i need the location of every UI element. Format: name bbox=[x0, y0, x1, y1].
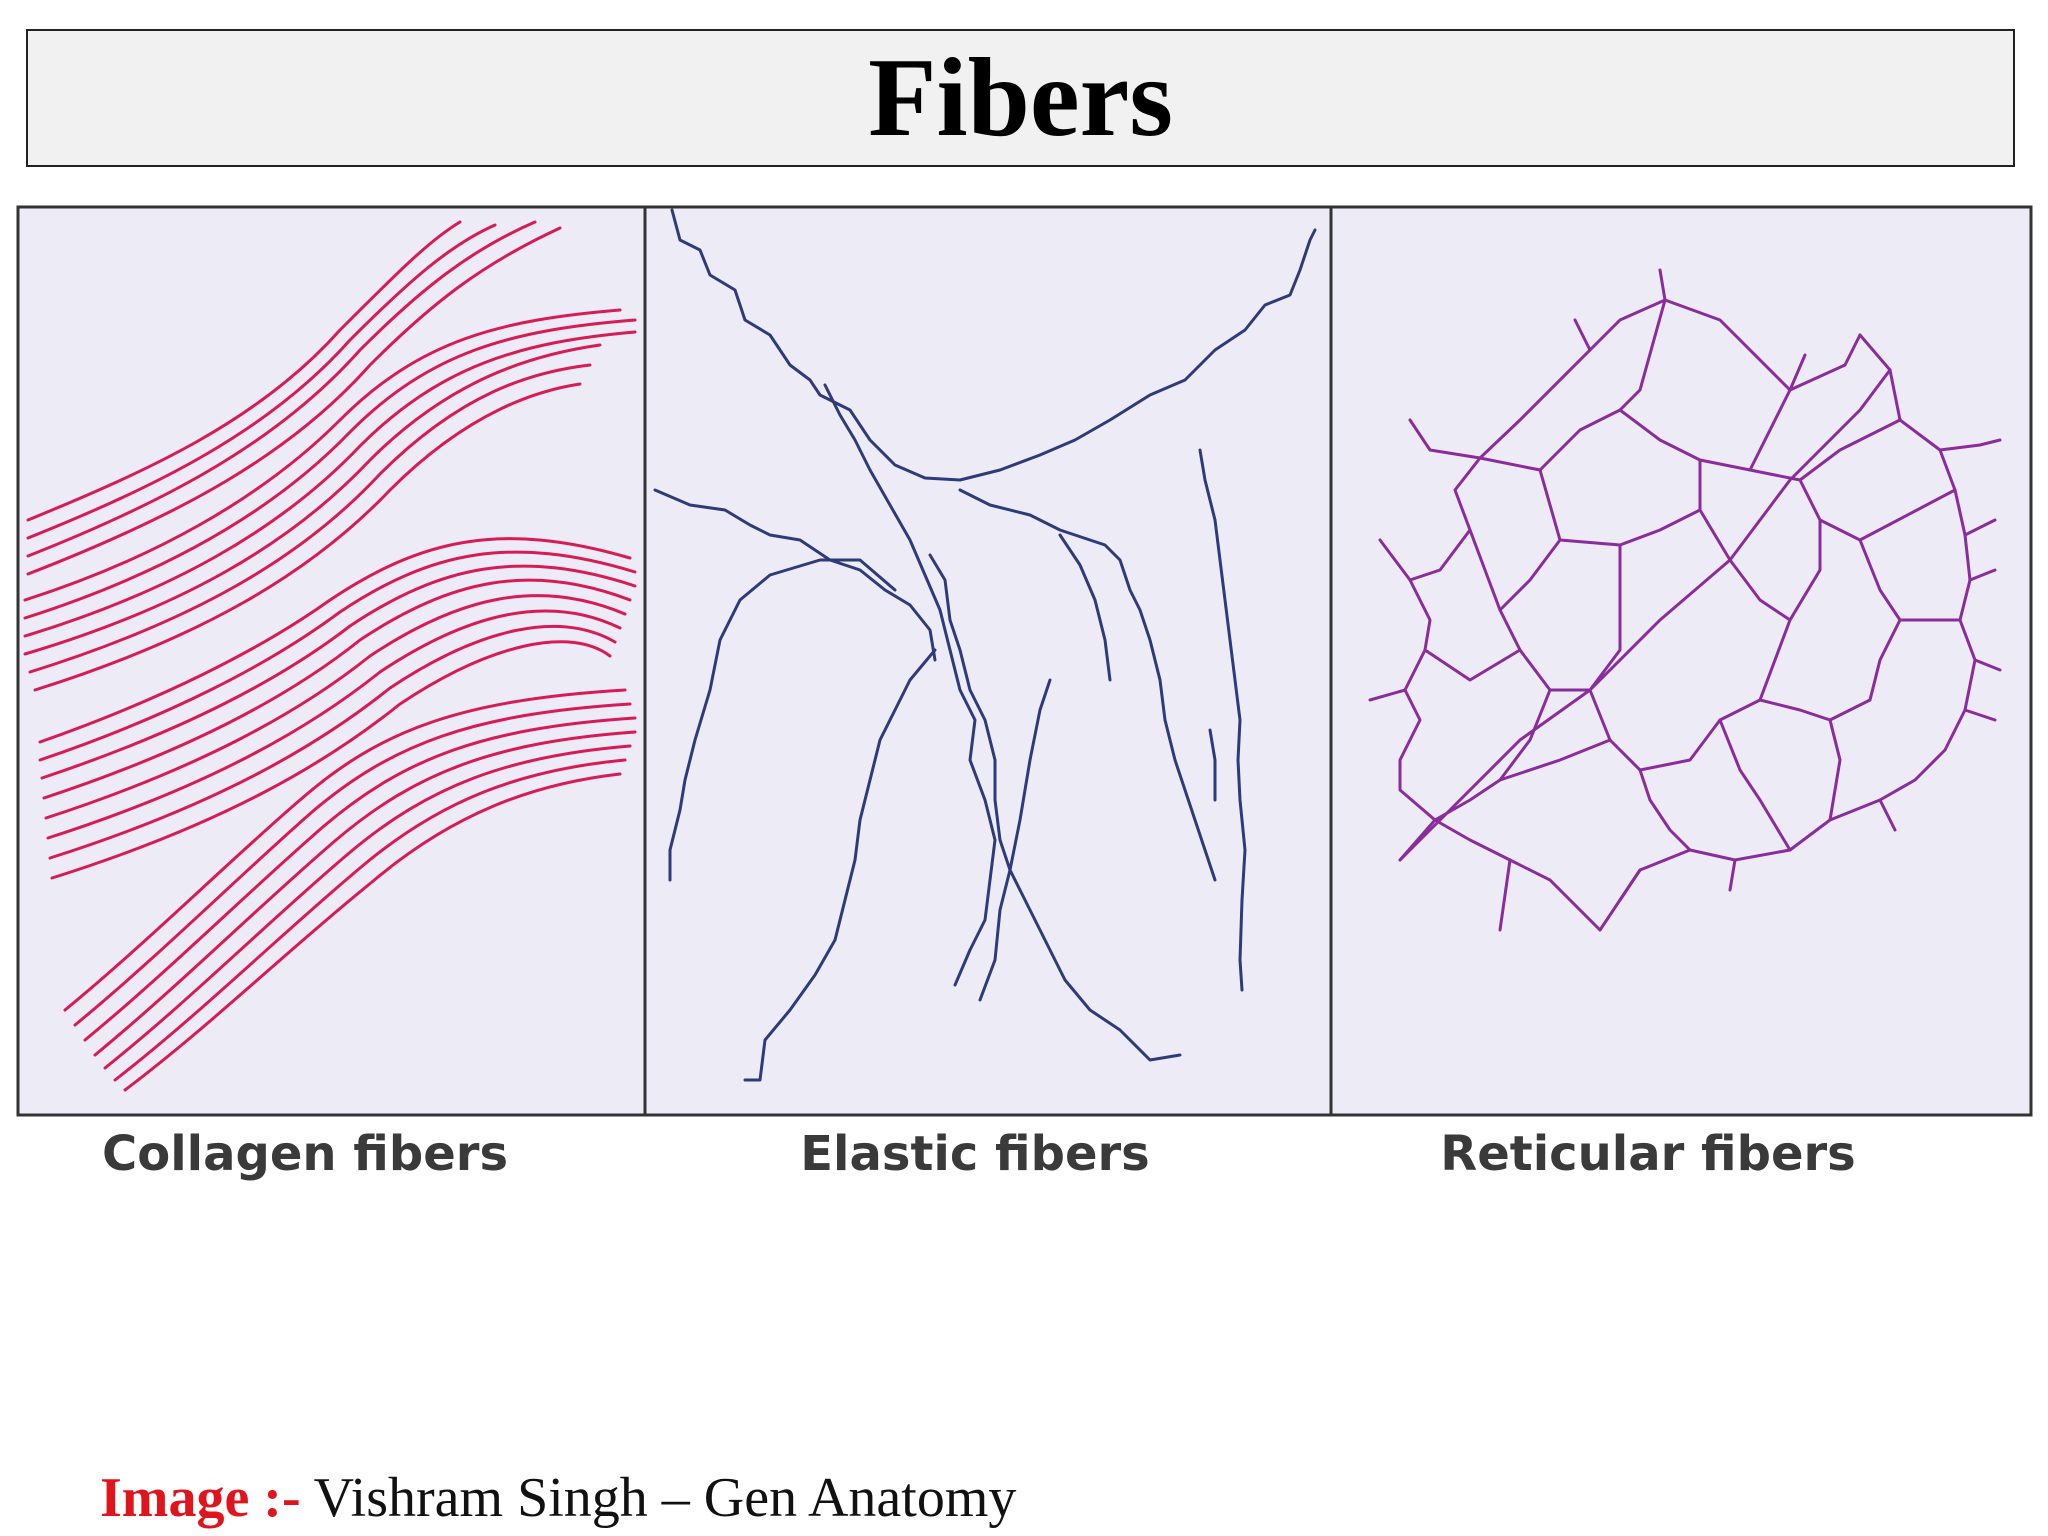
image-credit: Image :- Vishram Singh – Gen Anatomy bbox=[100, 1466, 1016, 1530]
panel-caption-reticular: Reticular fibers bbox=[1440, 1126, 1856, 1182]
panel-caption-collagen: Collagen fibers bbox=[101, 1126, 509, 1182]
credit-text: Vishram Singh – Gen Anatomy bbox=[300, 1467, 1017, 1529]
elastic-fibers-drawing bbox=[653, 208, 1317, 1082]
panel-frame bbox=[16, 205, 2033, 1117]
reticular-fibers-drawing bbox=[1368, 268, 2002, 932]
title-box: Fibers bbox=[26, 29, 2015, 167]
credit-label: Image :- bbox=[100, 1467, 301, 1529]
page-title: Fibers bbox=[868, 36, 1173, 160]
panel-caption-elastic: Elastic fibers bbox=[800, 1126, 1150, 1182]
collagen-fibers-drawing bbox=[23, 220, 637, 1092]
